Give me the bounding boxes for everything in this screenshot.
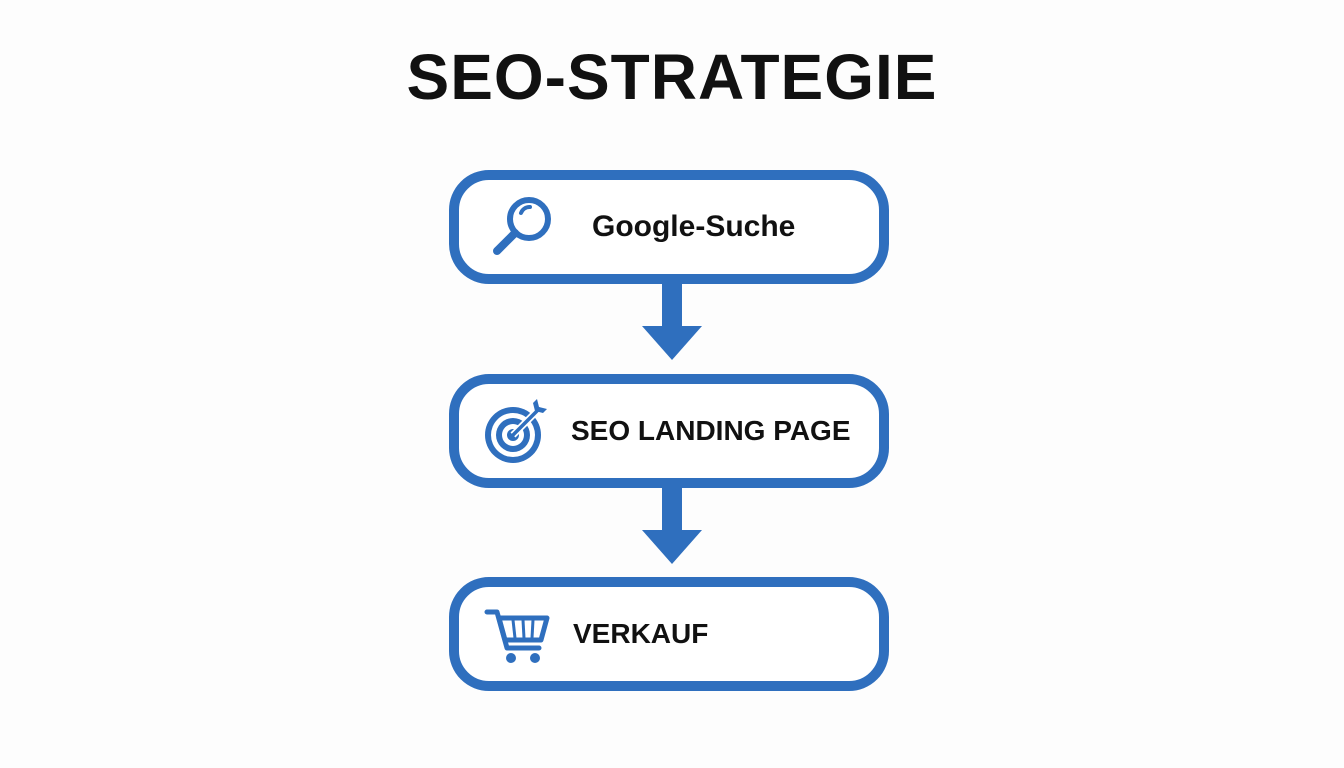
step-google-search: Google-Suche [449,170,889,284]
arrow-down-icon [642,488,702,564]
arrow-down-icon [642,284,702,360]
step-sale: VERKAUF [449,577,889,691]
step-label: SEO LANDING PAGE [571,415,851,446]
step-seo-landing-page: SEO LANDING PAGE [449,374,889,488]
target-icon [485,399,547,463]
step-label: VERKAUF [573,618,709,649]
shopping-cart-icon [484,609,550,663]
magnifier-icon [493,197,551,255]
step-label: Google-Suche [592,210,796,243]
diagram-title: SEO-STRATEGIE [406,41,938,113]
